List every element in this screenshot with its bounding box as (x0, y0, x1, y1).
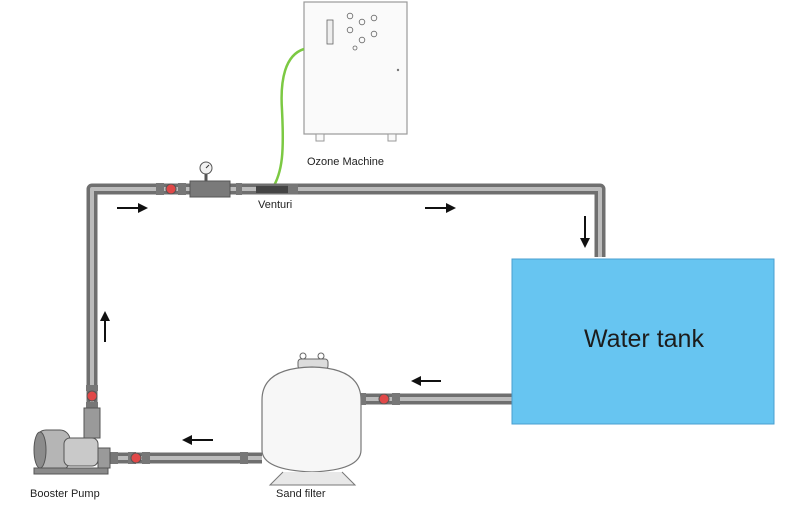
water-tank (511, 258, 775, 425)
sand-filter-label: Sand filter (276, 488, 326, 500)
water-tank-label: Water tank (584, 325, 704, 353)
bottom-valve (108, 452, 248, 464)
flow-arrows (100, 203, 590, 445)
sand-filter (261, 352, 362, 486)
riser-valve (86, 385, 98, 408)
ozone-machine-label: Ozone Machine (307, 156, 385, 168)
ozone-air-tube (270, 47, 305, 190)
top-valve (156, 183, 186, 195)
booster-pump (33, 407, 111, 475)
control-panel (326, 12, 378, 51)
pressure-gauge (189, 161, 242, 198)
ozone-machine (303, 1, 408, 142)
tank-outlet-valve (358, 393, 400, 405)
venturi-injector (256, 184, 298, 194)
venturi-label: Venturi (258, 199, 293, 211)
booster-pump-label: Booster Pump (30, 488, 100, 500)
